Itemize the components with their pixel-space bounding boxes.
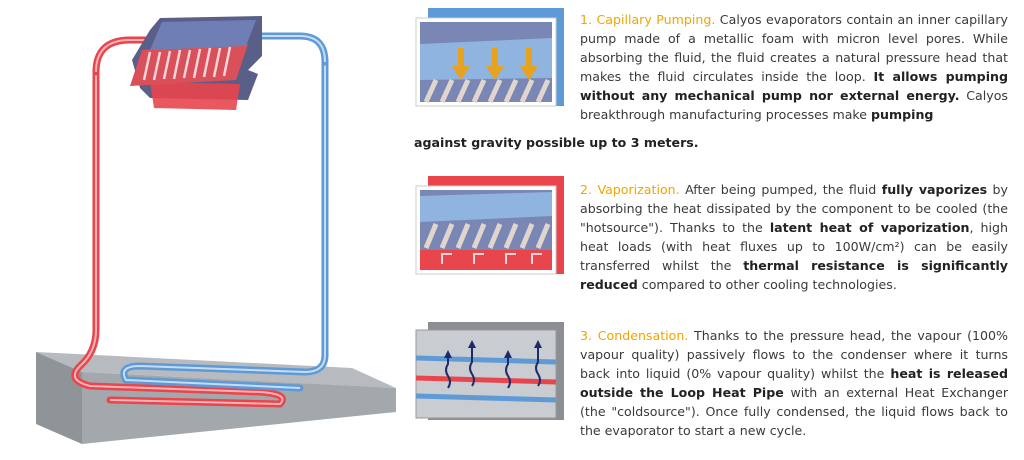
step-3-text-a: Thanks to the pressure head, the vapour … (580, 328, 1008, 381)
capillary-pumping-image (415, 8, 564, 107)
hot-pipe-on-plate (71, 66, 286, 408)
step-1-bold-b: pumping (871, 107, 934, 122)
step-2-bold-c: thermal resistance is significantly redu… (580, 258, 1008, 292)
step-2-text-c: , high heat loads (with heat fluxes up t… (580, 220, 1009, 273)
step-3-bold-a: heat is released outside the Loop Heat P… (580, 366, 1008, 400)
step-3-title: 3. Condensation. (580, 328, 689, 343)
step-2-title: 2. Vaporization. (580, 182, 680, 197)
heat-wave-icon (445, 348, 541, 389)
step-1-text-a: Calyos evaporators contain an inner capi… (580, 12, 1008, 84)
step-2-text-d: compared to other cooling technologies. (637, 277, 897, 292)
step-2-text-b: by absorbing the heat dissipated by the … (580, 182, 1008, 235)
step-1-bold-a: It allows pumping without any mechanical… (580, 69, 1008, 103)
step-2-text-a: After being pumped, the fluid (679, 182, 882, 197)
down-arrow-icon (452, 48, 538, 80)
vaporization-image (415, 176, 564, 275)
condensation-image (415, 322, 564, 420)
step-1-text-b: Calyos breakthrough manufacturing proces… (580, 88, 1008, 122)
step-vaporization-text: 2. Vaporization. After being pumped, the… (580, 180, 1008, 294)
step-1-bold-c: against gravity possible up to 3 meters. (414, 135, 699, 150)
step-3-text-b: with an external Heat Exchanger (the "co… (580, 385, 1009, 438)
vapor-arrow-icon (441, 253, 542, 264)
step-condensation-text: 3. Condensation. Thanks to the pressure … (580, 326, 1008, 440)
evaporator-fins (142, 46, 232, 81)
step-2-bold-a: fully vaporizes (881, 182, 988, 197)
loop-heat-pipe-illustration (36, 16, 396, 444)
step-capillary-pumping-text: 1. Capillary Pumping. Calyos evaporators… (580, 10, 1008, 124)
step-1-title: 1. Capillary Pumping. (580, 12, 716, 27)
step-2-bold-b: latent heat of vaporization (769, 220, 970, 235)
